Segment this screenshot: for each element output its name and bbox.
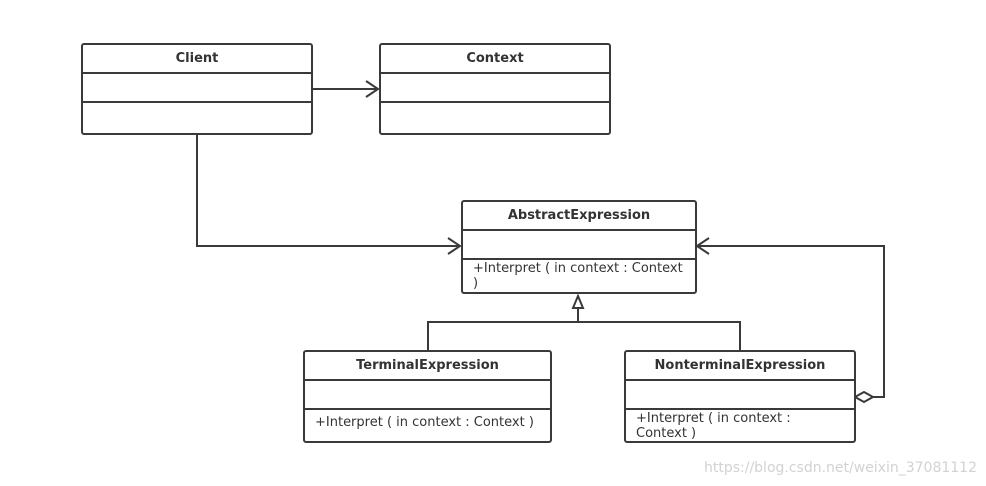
class-nonterminal-expression: NonterminalExpression +Interpret ( in co… xyxy=(624,350,856,443)
edge-client-context xyxy=(312,80,380,98)
class-terminal-expression: TerminalExpression +Interpret ( in conte… xyxy=(303,350,552,443)
edge-aggregation xyxy=(695,237,885,404)
class-client: Client xyxy=(81,43,313,135)
watermark-text: https://blog.csdn.net/weixin_37081112 xyxy=(703,460,977,476)
class-operations: +Interpret ( in context : Context ) xyxy=(473,261,683,291)
class-name: TerminalExpression xyxy=(305,352,550,381)
class-attributes xyxy=(463,231,695,260)
class-name: Client xyxy=(83,45,311,74)
class-attributes xyxy=(83,74,311,103)
class-name: NonterminalExpression xyxy=(626,352,854,381)
class-operations: +Interpret ( in context : Context ) xyxy=(636,411,791,441)
class-attributes xyxy=(305,381,550,410)
class-attributes xyxy=(381,74,609,103)
class-name: Context xyxy=(381,45,609,74)
class-abstract-expression: AbstractExpression +Interpret ( in conte… xyxy=(461,200,697,294)
class-operations: +Interpret ( in context : Context ) xyxy=(315,415,534,430)
edge-generalization xyxy=(427,293,741,350)
edge-client-abstract-expression xyxy=(196,133,462,255)
class-operations xyxy=(381,103,609,104)
class-attributes xyxy=(626,381,854,410)
class-operations xyxy=(83,103,311,104)
class-name: AbstractExpression xyxy=(463,202,695,231)
class-context: Context xyxy=(379,43,611,135)
